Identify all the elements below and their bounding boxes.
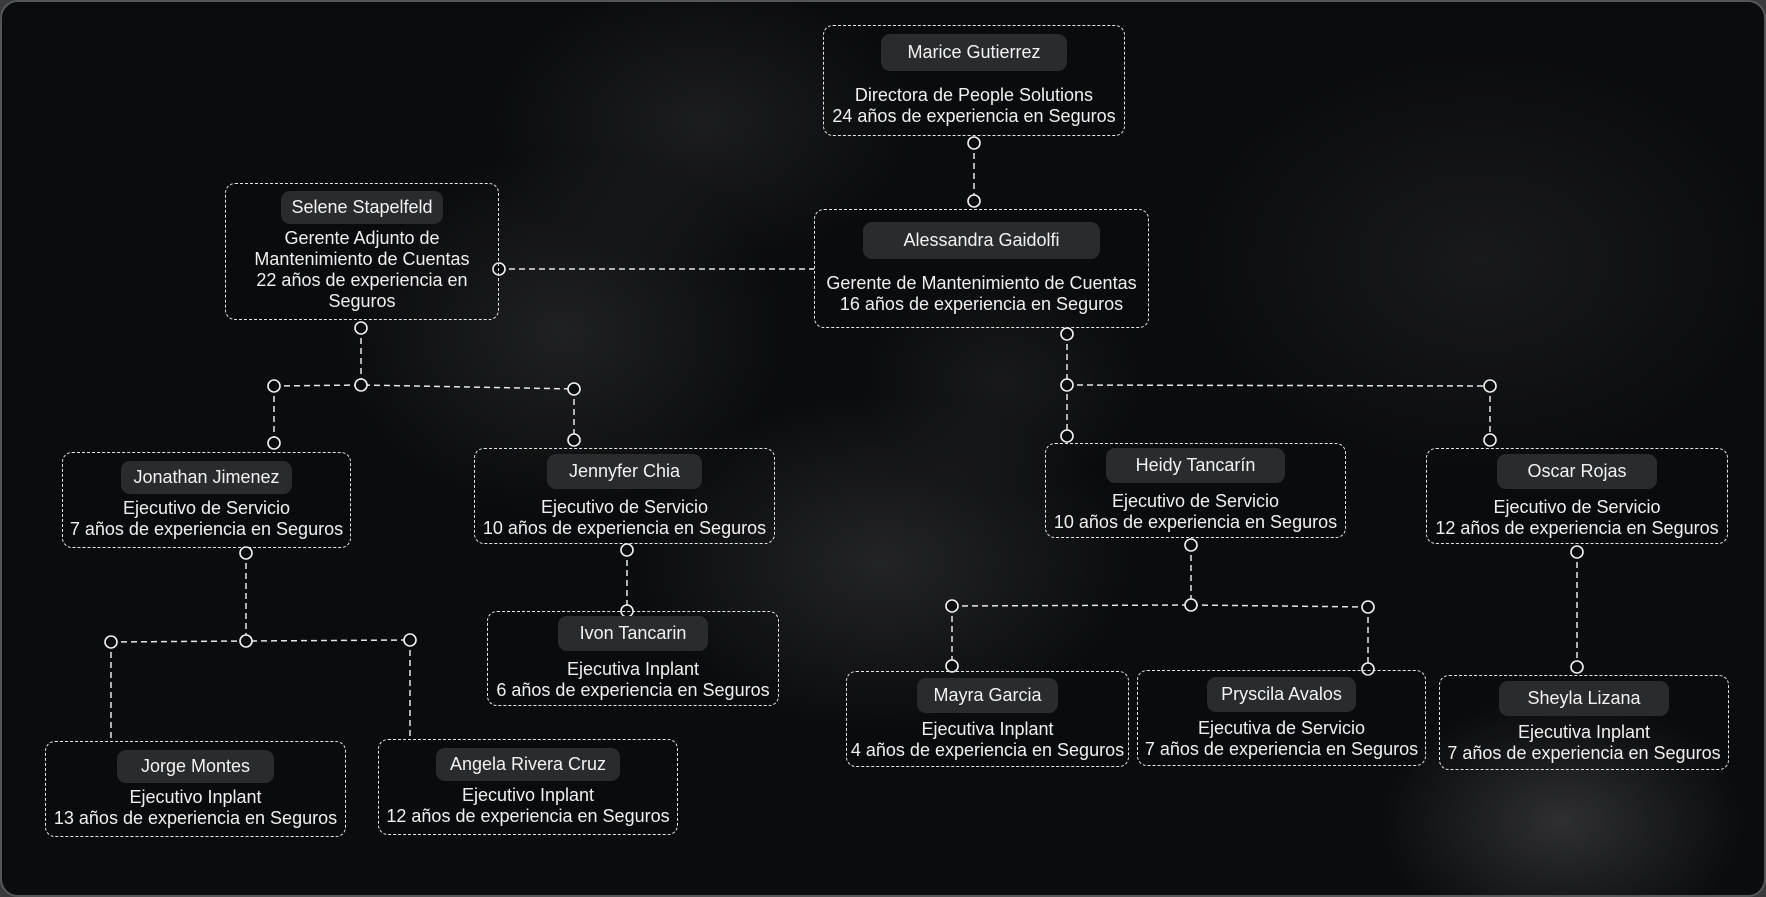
node-role: Ejecutivo Inplant bbox=[129, 786, 262, 807]
node-role: Ejecutivo Inplant bbox=[461, 784, 595, 805]
node-pryscila[interactable]: Pryscila Avalos Ejecutiva de Servicio 7 … bbox=[1137, 670, 1426, 766]
node-experience: 16 años de experiencia en Seguros bbox=[839, 294, 1124, 314]
connector-jonathan-branch bbox=[110, 639, 411, 643]
node-role: Ejecutivo de Servicio bbox=[1493, 496, 1661, 517]
connector-handle-icon[interactable] bbox=[104, 635, 118, 649]
node-experience: 6 años de experiencia en Seguros bbox=[496, 680, 770, 700]
connector-handle-icon[interactable] bbox=[239, 634, 253, 648]
node-jennyfer[interactable]: Jennyfer Chia Ejecutivo de Servicio 10 a… bbox=[474, 448, 775, 544]
node-role: Ejecutivo de Servicio bbox=[122, 497, 291, 518]
node-mayra[interactable]: Mayra Garcia Ejecutiva Inplant 4 años de… bbox=[846, 671, 1129, 767]
connector-handle-icon[interactable] bbox=[945, 599, 959, 613]
connector-handle-icon[interactable] bbox=[267, 436, 281, 450]
connector-handle-icon[interactable] bbox=[1184, 598, 1198, 612]
node-alessandra[interactable]: Alessandra Gaidolfi Gerente de Mantenimi… bbox=[814, 209, 1149, 328]
connector-alessandra-branch bbox=[1066, 384, 1491, 387]
connector-handle-icon[interactable] bbox=[354, 378, 368, 392]
node-angela[interactable]: Angela Rivera Cruz Ejecutivo Inplant 12 … bbox=[378, 739, 678, 835]
node-role: Directora de People Solutions bbox=[854, 85, 1094, 105]
connector-handle-icon[interactable] bbox=[354, 321, 368, 335]
node-name: Heidy Tancarín bbox=[1105, 448, 1286, 483]
node-marice[interactable]: Marice Gutierrez Directora de People Sol… bbox=[823, 25, 1125, 136]
connector-handle-icon[interactable] bbox=[1060, 378, 1074, 392]
connector-handle-icon[interactable] bbox=[967, 194, 981, 208]
node-name: Jonathan Jimenez bbox=[121, 460, 292, 494]
node-name: Jennyfer Chia bbox=[546, 453, 703, 489]
node-role: Ejecutiva Inplant bbox=[566, 659, 700, 679]
node-heidy[interactable]: Heidy Tancarín Ejecutivo de Servicio 10 … bbox=[1045, 443, 1346, 538]
node-experience: 7 años de experiencia en Seguros bbox=[1144, 738, 1419, 759]
connector-handle-icon[interactable] bbox=[1361, 600, 1375, 614]
connector-selene-branch bbox=[273, 384, 575, 390]
connector-handle-icon[interactable] bbox=[239, 546, 253, 560]
node-experience: 7 años de experiencia en Seguros bbox=[1447, 743, 1721, 763]
node-name: Alessandra Gaidolfi bbox=[863, 222, 1100, 259]
connector-handle-icon[interactable] bbox=[967, 136, 981, 150]
connector-handle-icon[interactable] bbox=[620, 543, 634, 557]
node-experience: 10 años de experiencia en Seguros bbox=[1053, 512, 1338, 532]
node-experience: 22 años de experiencia en Seguros bbox=[256, 270, 468, 311]
node-jonathan[interactable]: Jonathan Jimenez Ejecutivo de Servicio 7… bbox=[62, 452, 351, 548]
connector-handle-icon[interactable] bbox=[567, 433, 581, 447]
connector-handle-icon[interactable] bbox=[1483, 379, 1497, 393]
connector-handle-icon[interactable] bbox=[1060, 327, 1074, 341]
node-role: Ejecutiva Inplant bbox=[921, 718, 1054, 739]
connector-handle-icon[interactable] bbox=[1570, 545, 1584, 559]
node-selene[interactable]: Selene Stapelfeld Gerente Adjunto de Man… bbox=[225, 183, 499, 320]
node-name: Ivon Tancarin bbox=[557, 616, 709, 651]
connector-handle-icon[interactable] bbox=[267, 379, 281, 393]
node-ivon[interactable]: Ivon Tancarin Ejecutiva Inplant 6 años d… bbox=[487, 611, 779, 706]
node-experience: 13 años de experiencia en Seguros bbox=[53, 807, 338, 828]
node-experience: 7 años de experiencia en Seguros bbox=[69, 518, 344, 539]
node-oscar[interactable]: Oscar Rojas Ejecutivo de Servicio 12 año… bbox=[1426, 448, 1728, 544]
connector-handle-icon[interactable] bbox=[403, 633, 417, 647]
node-jorge[interactable]: Jorge Montes Ejecutivo Inplant 13 años d… bbox=[45, 741, 346, 837]
connector-handle-icon[interactable] bbox=[1060, 429, 1074, 443]
node-role: Gerente de Mantenimiento de Cuentas bbox=[826, 273, 1137, 293]
node-role: Gerente Adjunto de Mantenimiento de Cuen… bbox=[254, 228, 470, 269]
node-name: Oscar Rojas bbox=[1497, 453, 1657, 489]
connector-handle-icon[interactable] bbox=[1570, 660, 1584, 674]
node-experience: 4 años de experiencia en Seguros bbox=[850, 739, 1125, 760]
node-experience: 12 años de experiencia en Seguros bbox=[1435, 517, 1719, 538]
node-experience: 10 años de experiencia en Seguros bbox=[482, 517, 767, 538]
connector-handle-icon[interactable] bbox=[567, 382, 581, 396]
node-role: Ejecutiva de Servicio bbox=[1197, 717, 1366, 738]
connector-handle-icon[interactable] bbox=[1184, 538, 1198, 552]
node-experience: 12 años de experiencia en Seguros bbox=[386, 805, 670, 826]
node-name: Sheyla Lizana bbox=[1499, 681, 1669, 716]
node-name: Pryscila Avalos bbox=[1207, 676, 1356, 712]
node-name: Selene Stapelfeld bbox=[281, 191, 443, 224]
node-role: Ejecutiva Inplant bbox=[1517, 722, 1651, 742]
node-experience: 24 años de experiencia en Seguros bbox=[832, 106, 1116, 126]
connector-heidy-branch bbox=[951, 604, 1369, 608]
node-name: Jorge Montes bbox=[116, 749, 275, 783]
node-role: Ejecutivo de Servicio bbox=[540, 496, 709, 517]
node-name: Marice Gutierrez bbox=[881, 34, 1067, 71]
connector-handle-icon[interactable] bbox=[1483, 433, 1497, 447]
node-name: Mayra Garcia bbox=[917, 677, 1058, 713]
node-sheyla[interactable]: Sheyla Lizana Ejecutiva Inplant 7 años d… bbox=[1439, 675, 1729, 770]
node-role: Ejecutivo de Servicio bbox=[1111, 491, 1280, 511]
node-name: Angela Rivera Cruz bbox=[435, 747, 621, 781]
